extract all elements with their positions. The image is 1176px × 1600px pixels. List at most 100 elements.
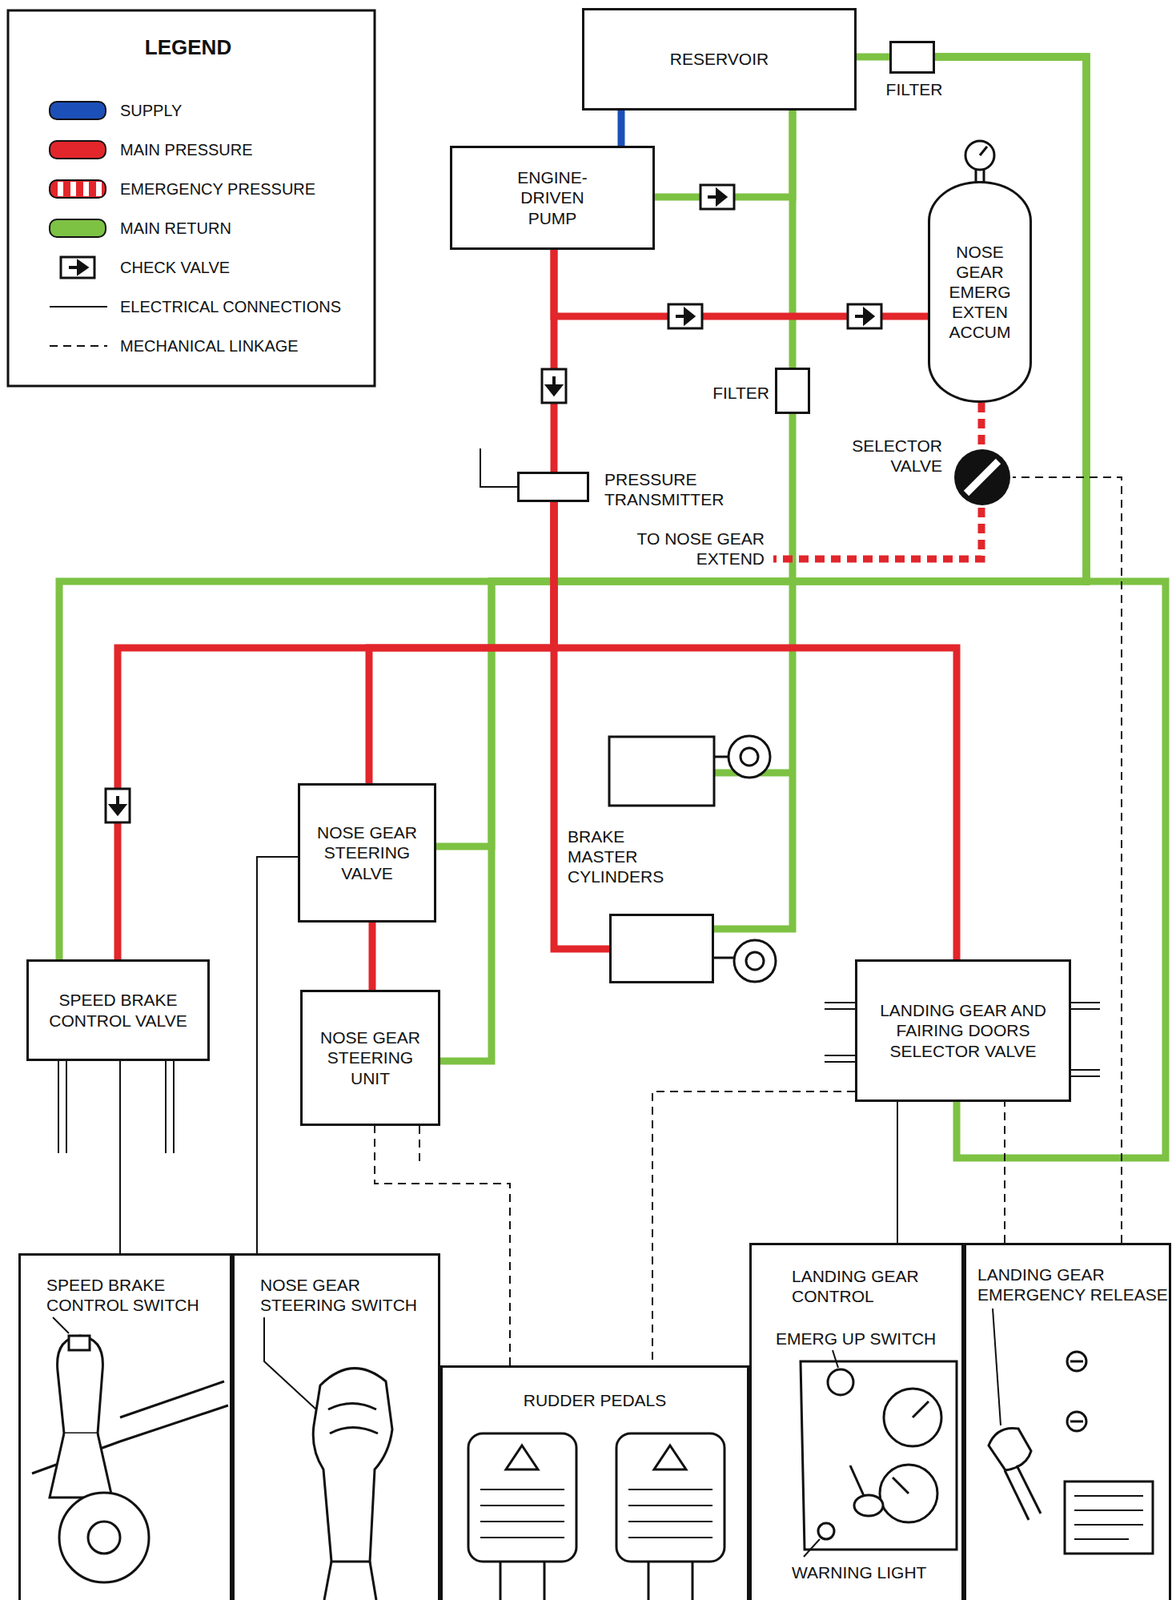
valve-ports [1071,1002,1100,1076]
brake-cylinder [746,951,764,970]
steering-switch-drawing [264,1316,317,1409]
valve-ports [418,1125,421,1161]
node-label: LANDING GEAR EMERGENCY RELEASE [977,1264,1168,1305]
speed-brake-switch-drawing [32,1316,229,1582]
node-label: BRAKE MASTER CYLINDERS [567,826,680,888]
landing-gear-panel-drawing [800,1360,957,1550]
check-valve-sample [60,256,95,278]
node-label: FILTER [874,79,955,100]
valve-ports [480,448,518,487]
node-label: FILTER [674,382,770,403]
speed-brake-switch-drawing [59,1492,149,1582]
legend-sample [46,214,111,242]
mechanical-linkage [652,1091,855,1365]
node-body: NOSE GEAR STEERING VALVE [300,785,434,920]
gear-selector-valve-box: LANDING GEAR AND FAIRING DOORS SELECTOR … [854,959,1072,1102]
mechanical-linkage [374,1125,510,1365]
legend-swatch [49,219,106,237]
emergency-release-drawing [1064,1481,1153,1554]
emergency-release-drawing [1070,1360,1084,1421]
node-body: NOSE GEAR STEERING UNIT [302,991,438,1124]
node-label: RUDDER PEDALS [442,1389,747,1410]
pressure-line [550,249,558,472]
emergency-release-drawing [992,1308,1001,1425]
emergency-line [773,507,982,559]
note-label: TO NOSE GEAR EXTEND [626,528,765,569]
node-label: EMERG UP SWITCH [775,1328,959,1349]
legend-sample [46,175,111,203]
return-line [440,56,1087,1061]
pump-box: ENGINE- DRIVEN PUMP [449,145,655,250]
node-label: WARNING LIGHT [791,1561,956,1582]
electrical-wire [896,1101,899,1243]
node-label: SELECTOR VALVE [839,435,943,476]
emergency-release-drawing [988,1427,1032,1470]
legend-title: LEGEND [48,35,329,61]
check-valve [700,184,735,209]
speed-brake-switch-drawing [68,1335,90,1350]
steering-switch-drawing [328,1403,378,1434]
cockpit-panel: SPEED BRAKE CONTROL SWITCH [18,1252,233,1600]
rudder-pedal [480,1489,713,1538]
landing-gear-panel-drawing [879,1464,938,1522]
rudder-pedal [500,1561,693,1600]
return-line [59,56,1087,960]
cockpit-panel: NOSE GEAR STEERING SWITCH [232,1252,441,1600]
selector-valve: SELECTOR VALVE [951,446,1013,508]
emergency-release-drawing [1074,1495,1144,1539]
steering-valve-box: NOSE GEAR STEERING VALVE [297,782,437,923]
node-label: SPEED BRAKE CONTROL VALVE [46,989,191,1030]
legend-text: MAIN RETURN [120,218,232,238]
node-body: NOSE GEAR EMERG EXTEN ACCUM [930,183,1030,401]
steering-switch-drawing [313,1368,393,1562]
pressure-transmitter: PRESSURE TRANSMITTER [517,471,590,502]
supply-line [618,110,626,146]
landing-gear-panel-drawing [818,1522,835,1539]
emergency-release-drawing [988,1308,1153,1554]
brake-cylinder [728,735,771,778]
emergency-release-drawing [1004,1464,1041,1520]
emergency-line [773,507,982,559]
node-body: RESERVOIR [584,10,855,109]
landing-gear-panel-drawing [883,1388,942,1446]
legend-text: SUPPLY [120,100,182,121]
brake-cylinder [734,939,776,982]
brake-cylinder [609,736,715,806]
brake-cylinder [740,747,759,766]
speed-brake-switch-drawing [52,1316,69,1333]
pressure-line [369,922,377,990]
legend-sample [46,96,111,125]
legend-swatch-stripe [57,181,64,197]
electrical-wire [119,1060,121,1253]
accumulator-tank: NOSE GEAR EMERG EXTEN ACCUM [927,180,1032,403]
legend-text: MECHANICAL LINKAGE [120,336,299,356]
landing-gear-panel-drawing [854,1494,884,1516]
legend-swatch-stripe [70,181,77,197]
check-valve [105,788,130,823]
steering-unit-box: NOSE GEAR STEERING UNIT [300,989,441,1126]
brake-master-cylinder: BRAKE MASTER CYLINDERS [609,913,715,984]
landing-gear-panel-drawing [892,1477,909,1494]
node-label: ENGINE- DRIVEN PUMP [506,167,599,229]
valve-ports [58,448,1100,1161]
legend-frame [8,10,375,386]
legend-text: EMERGENCY PRESSURE [120,179,316,199]
check-valve [668,304,703,329]
emergency-line [978,402,986,447]
legend-swatch [49,140,106,159]
legend-sample [46,292,111,321]
landing-gear-panel-drawing [800,1349,957,1557]
node-body: ENGINE- DRIVEN PUMP [452,148,653,248]
node-label: LANDING GEAR AND FAIRING DOORS SELECTOR … [866,999,1060,1061]
cockpit-panel: RUDDER PEDALS [440,1364,750,1600]
steering-switch-drawing [264,1316,393,1600]
legend-swatch [49,180,106,198]
node-label: NOSE GEAR STEERING SWITCH [260,1274,432,1315]
valve-symbol [951,446,1013,508]
node-label: PRESSURE TRANSMITTER [604,469,747,510]
cockpit-panel: LANDING GEAR EMERGENCY RELEASE [963,1242,1172,1600]
node-label: NOSE GEAR STEERING VALVE [313,822,422,884]
check-valve [541,369,566,403]
pressure-gauge [979,146,988,156]
